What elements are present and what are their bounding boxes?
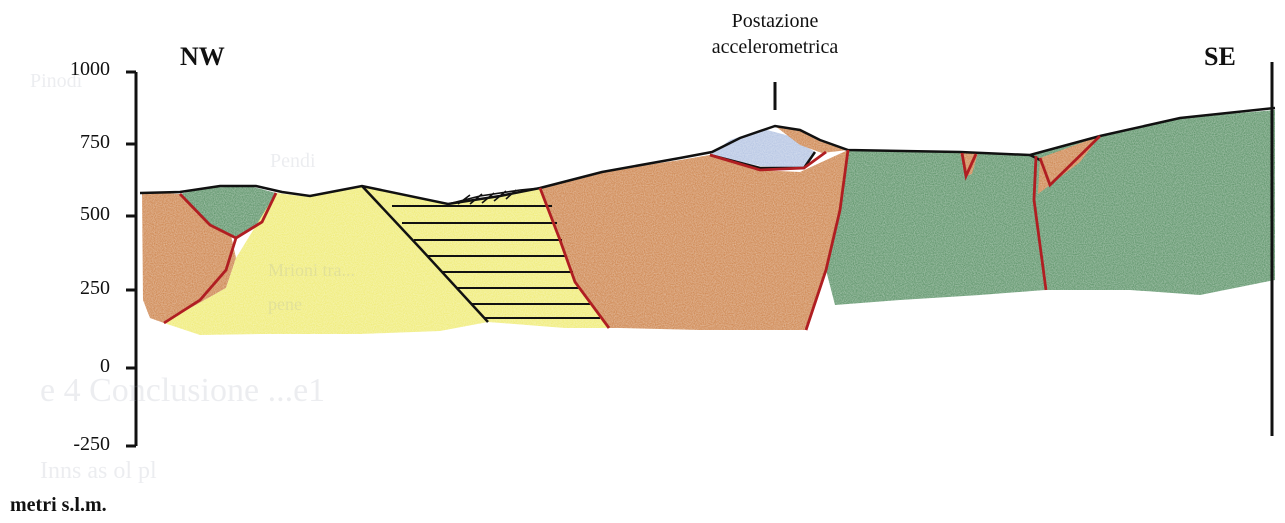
station-label-line-2: accelerometrica [665,34,885,60]
y-axis-unit-label: metri s.l.m. [10,494,107,517]
green-unit-east [826,110,1275,305]
direction-label-se: SE [1204,42,1236,72]
ghost-text: Inns as ol pl [40,458,157,485]
ghost-text: pene [268,294,302,315]
ghost-text: Pendi [270,150,316,173]
y-tick-label: 750 [30,131,110,154]
y-tick-label: 500 [30,203,110,226]
y-tick-label: 0 [30,355,110,378]
direction-label-nw: NW [180,42,225,72]
y-tick-label: 1000 [30,58,110,81]
ghost-text: Mrioni tra... [268,260,355,281]
station-label: Postazione accelerometrica [665,8,885,60]
y-tick-label: -250 [30,433,110,456]
station-label-line-1: Postazione [665,8,885,34]
y-tick-label: 250 [30,277,110,300]
